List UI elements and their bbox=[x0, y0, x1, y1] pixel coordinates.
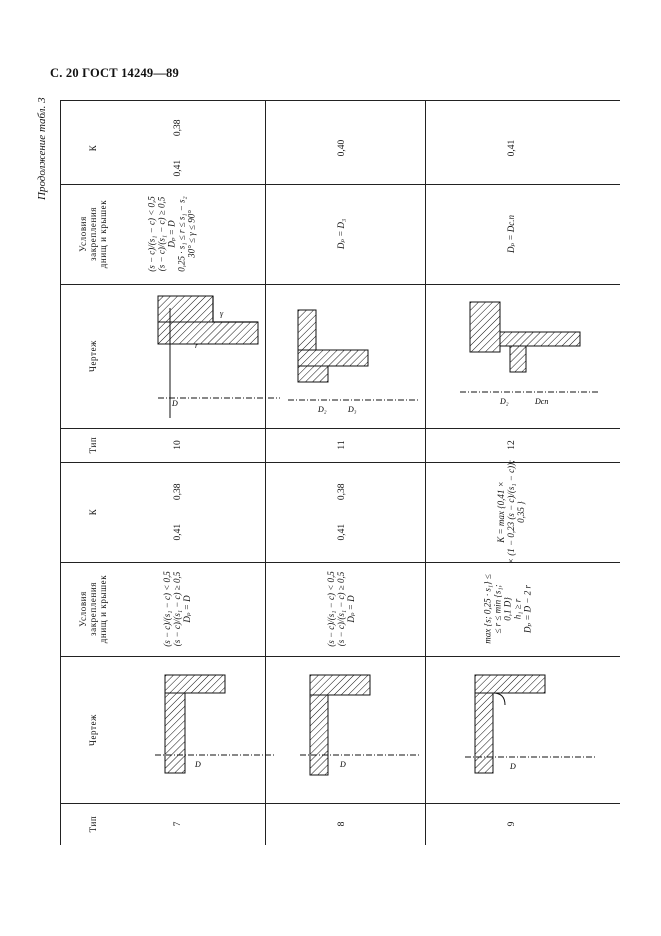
row8-type: 8 bbox=[336, 821, 347, 827]
row8-conditions: (s − c)/(s₁ − c) < 0,5 (s − c)/(s₁ − c) … bbox=[326, 571, 356, 647]
svg-text:D: D bbox=[339, 760, 346, 769]
row11-k: 0,40 bbox=[336, 139, 347, 157]
table-half-separator bbox=[60, 462, 620, 463]
page-header: С. 20 ГОСТ 14249—89 bbox=[50, 66, 179, 80]
row9-type: 9 bbox=[506, 821, 517, 827]
row7-k: 0,41 0,38 bbox=[172, 483, 183, 541]
row12-k: 0,41 bbox=[506, 139, 517, 157]
row7-conditions: (s − c)/(s₁ − c) < 0,5 (s − c)/(s₁ − c) … bbox=[162, 571, 192, 647]
svg-text:Dсп: Dсп bbox=[534, 397, 548, 406]
header-type-bottom: Тип bbox=[88, 815, 99, 833]
row7-type: 7 bbox=[172, 821, 183, 827]
table-left-border bbox=[60, 100, 61, 845]
row10-type: 10 bbox=[172, 440, 183, 450]
table-row-divider-1 bbox=[265, 100, 266, 845]
row12-drawing: D₂ Dсп bbox=[460, 301, 600, 406]
row10-conditions: (s − c)/(s₁ − c) < 0,5 (s − c)/(s₁ − c) … bbox=[146, 196, 196, 272]
svg-text:γ: γ bbox=[220, 309, 224, 318]
row11-conditions: Dₚ = D₃ bbox=[336, 218, 347, 250]
col-line-top-3 bbox=[60, 428, 620, 429]
header-drawing-top: Чертеж bbox=[88, 340, 99, 372]
col-line-bot-3 bbox=[60, 803, 620, 804]
row7-drawing: D bbox=[155, 674, 275, 774]
table-continuation-label: Продолжение табл. 3 bbox=[36, 97, 48, 200]
header-type-top: Тип bbox=[88, 436, 99, 454]
row9-k: K = max {0,41 × × (1 − 0,23 (s − c)/(s₁ … bbox=[496, 459, 526, 565]
header-drawing-bottom: Чертеж bbox=[88, 714, 99, 746]
svg-text:D₂: D₂ bbox=[317, 405, 327, 414]
svg-text:D: D bbox=[194, 760, 201, 769]
col-line-bot-1 bbox=[60, 562, 620, 563]
svg-text:D: D bbox=[509, 762, 516, 771]
row10-k: 0,41 0,38 bbox=[172, 119, 183, 177]
row12-conditions: Dₚ = Dс.п bbox=[506, 215, 517, 253]
header-k-top: К bbox=[88, 144, 99, 152]
col-line-bot-2 bbox=[60, 656, 620, 657]
row8-k: 0,41 0,38 bbox=[336, 483, 347, 541]
row10-drawing: D γ r bbox=[157, 295, 280, 418]
row8-drawing: D bbox=[300, 674, 420, 776]
header-k-bottom: К bbox=[88, 508, 99, 516]
row9-conditions: max {s; 0,25 · s₁} ≤ ≤ r ≤ min {s₁; 0,1 … bbox=[482, 574, 532, 644]
row11-drawing: D₂ D₃ bbox=[288, 309, 418, 414]
svg-text:D₂: D₂ bbox=[499, 397, 509, 406]
row12-type: 12 bbox=[506, 440, 517, 450]
svg-text:D₃: D₃ bbox=[347, 405, 357, 414]
table-row-divider-2 bbox=[425, 100, 426, 845]
col-line-top-1 bbox=[60, 184, 620, 185]
col-line-top-2 bbox=[60, 284, 620, 285]
row11-type: 11 bbox=[336, 440, 347, 450]
row9-drawing: D bbox=[465, 674, 595, 774]
svg-text:r: r bbox=[195, 341, 199, 350]
svg-text:D: D bbox=[171, 399, 178, 408]
table-top-border bbox=[60, 100, 620, 101]
